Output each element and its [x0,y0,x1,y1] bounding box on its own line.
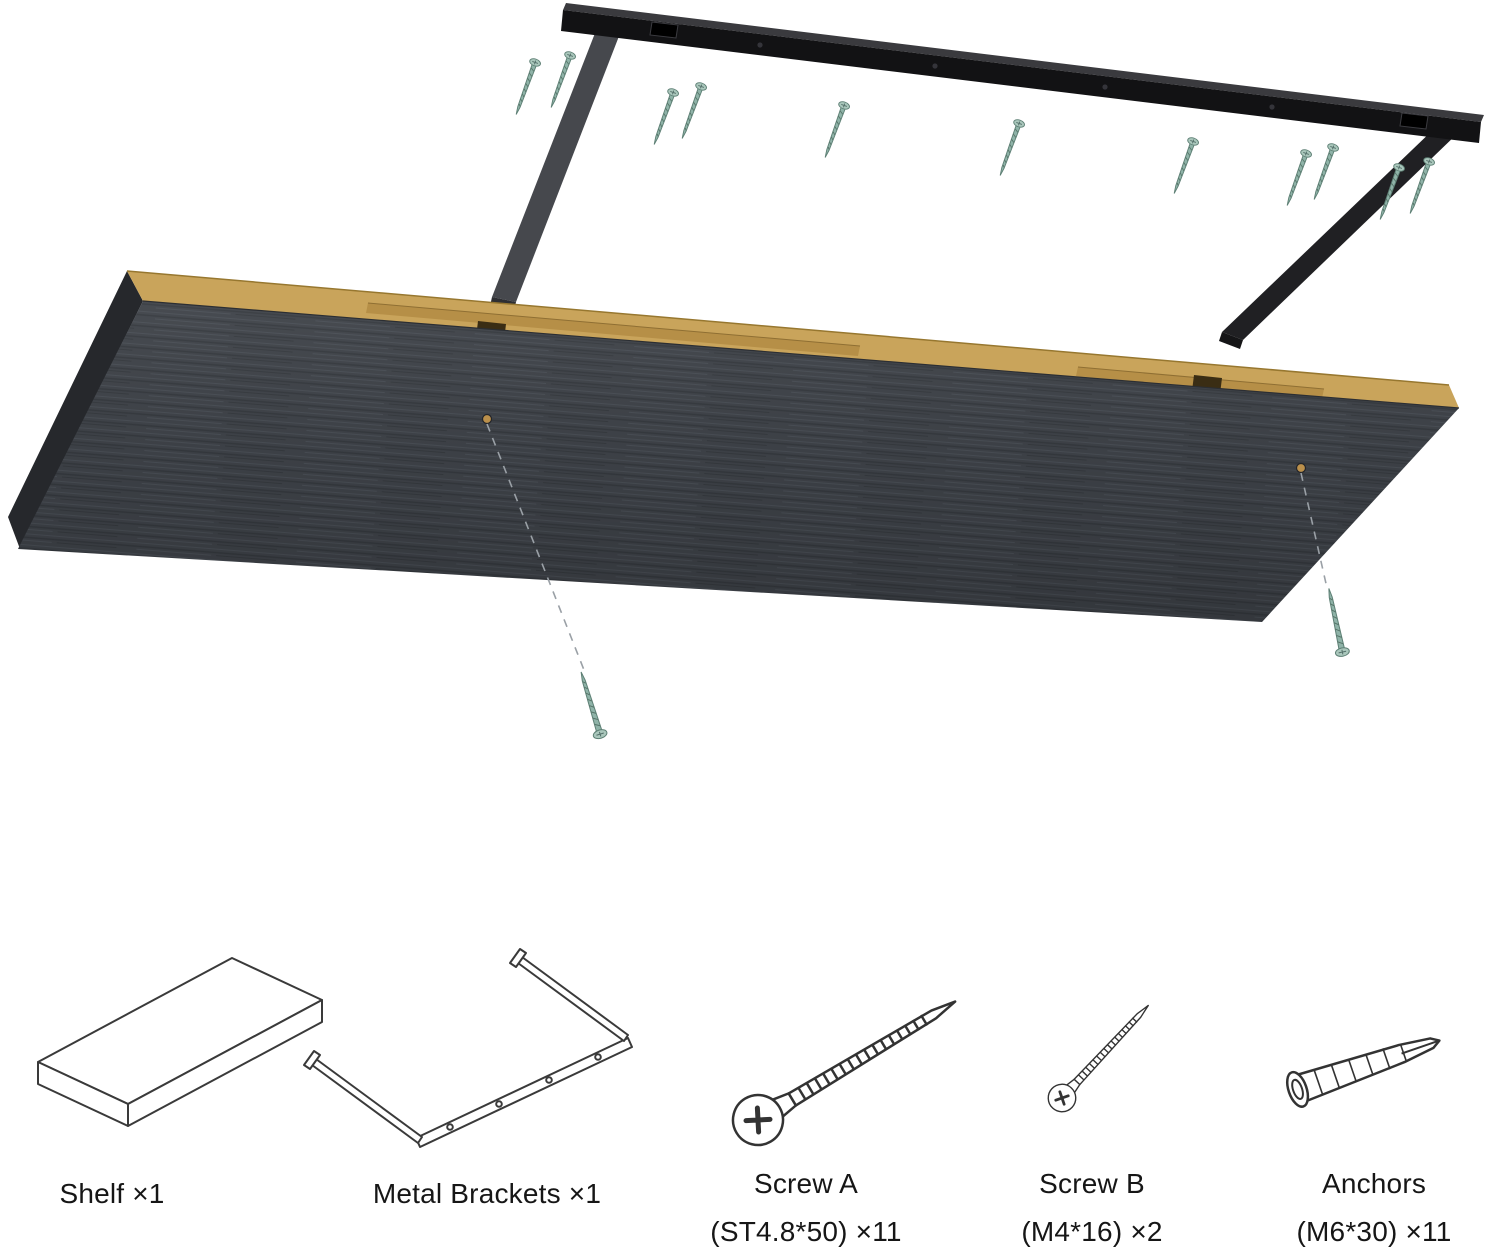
screw-b-part-icon [1043,996,1159,1117]
part-label-anchors: Anchors [1321,1168,1427,1199]
guide-dashed-lines [486,423,1328,671]
part-spec-screw-a: (ST4.8*50) ×11 [710,1216,902,1247]
part-label-screw-a: Screw A [753,1168,859,1199]
part-spec-screw-b: (M4*16) ×2 [1021,1216,1163,1247]
part-label-metal-brackets: Metal Brackets ×1 [372,1178,602,1209]
shelf-part-icon [37,957,323,1127]
anchor-part-icon [1281,1022,1447,1111]
screw-a-part-icon [724,980,968,1154]
metal-bracket-illustration [490,3,1484,349]
shelf-board-illustration [8,270,1460,622]
part-label-shelf: Shelf ×1 [59,1178,165,1209]
part-spec-anchors: (M6*30) ×11 [1296,1216,1452,1247]
metal-bracket-part-icon [303,948,633,1148]
part-label-screw-b: Screw B [1039,1168,1145,1199]
